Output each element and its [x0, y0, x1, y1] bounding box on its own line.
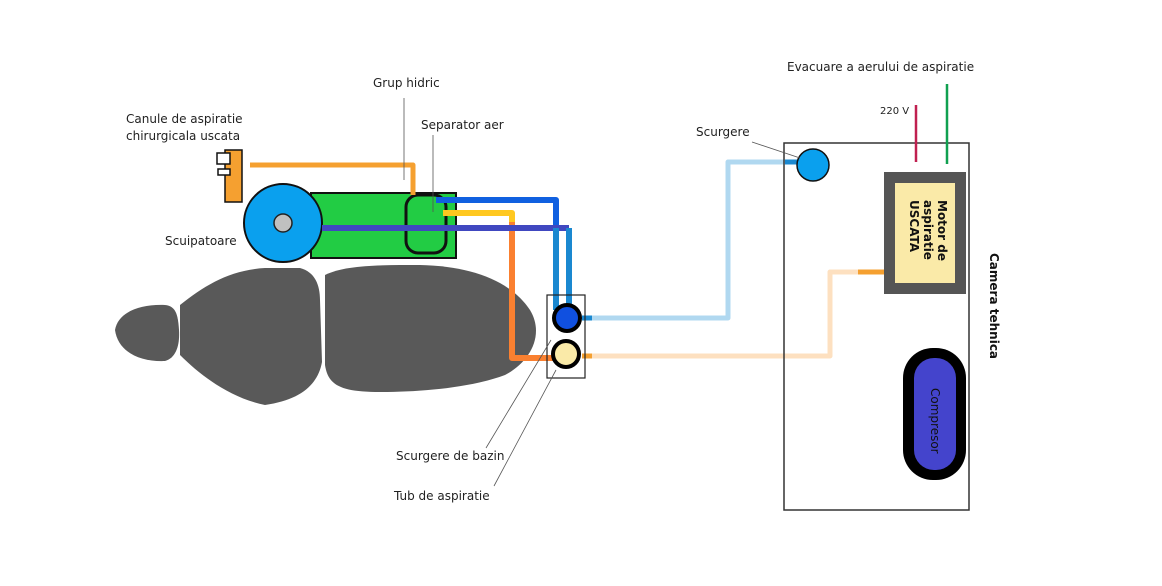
drain-outlet [796, 148, 830, 182]
label-voltage: 220 V [880, 106, 909, 117]
basin-drain-connector [552, 303, 582, 333]
dental-chair [115, 265, 536, 405]
pipe-cannula-orange [250, 162, 416, 195]
leader-lines [403, 98, 801, 487]
label-motor-line1: Motor de [935, 200, 949, 261]
label-air-separator: Separator aer [421, 118, 504, 132]
label-motor-line3: USCATA [907, 200, 921, 253]
label-cannula-line2: chirurgicala uscata [126, 129, 240, 143]
label-spittoon: Scuipatoare [165, 234, 237, 248]
label-water-group: Grup hidric [373, 76, 440, 90]
label-cannula-line1: Canule de aspiratie [126, 112, 243, 126]
label-technical-chamber: Camera tehnica [987, 253, 1001, 359]
label-suction-tube: Tub de aspiratie [393, 489, 490, 503]
label-motor-line2: aspiratie [921, 200, 935, 260]
cannula-holder [216, 149, 243, 203]
label-compressor: Compresor [928, 388, 942, 454]
pipe-suction-peach [590, 269, 880, 359]
label-drain: Scurgere [696, 125, 750, 139]
suction-tube-connector [551, 339, 581, 369]
chair-backrest [180, 268, 322, 405]
motor-body [895, 183, 955, 283]
label-exhaust: Evacuare a aerului de aspiratie [787, 60, 974, 74]
pipe-dark-orange [509, 222, 555, 361]
chair-headrest [115, 304, 180, 362]
pipes [250, 159, 884, 361]
pipe-drain-light-blue [590, 159, 798, 321]
technical-chamber [783, 142, 970, 511]
compressor-body [914, 358, 956, 470]
spittoon-drain [273, 213, 293, 233]
label-basin-drain: Scurgere de bazin [396, 449, 504, 463]
air-separator [404, 193, 448, 255]
pipe-separator-yellow [443, 210, 515, 222]
chair-seat [325, 265, 536, 392]
connector-block [546, 294, 586, 379]
